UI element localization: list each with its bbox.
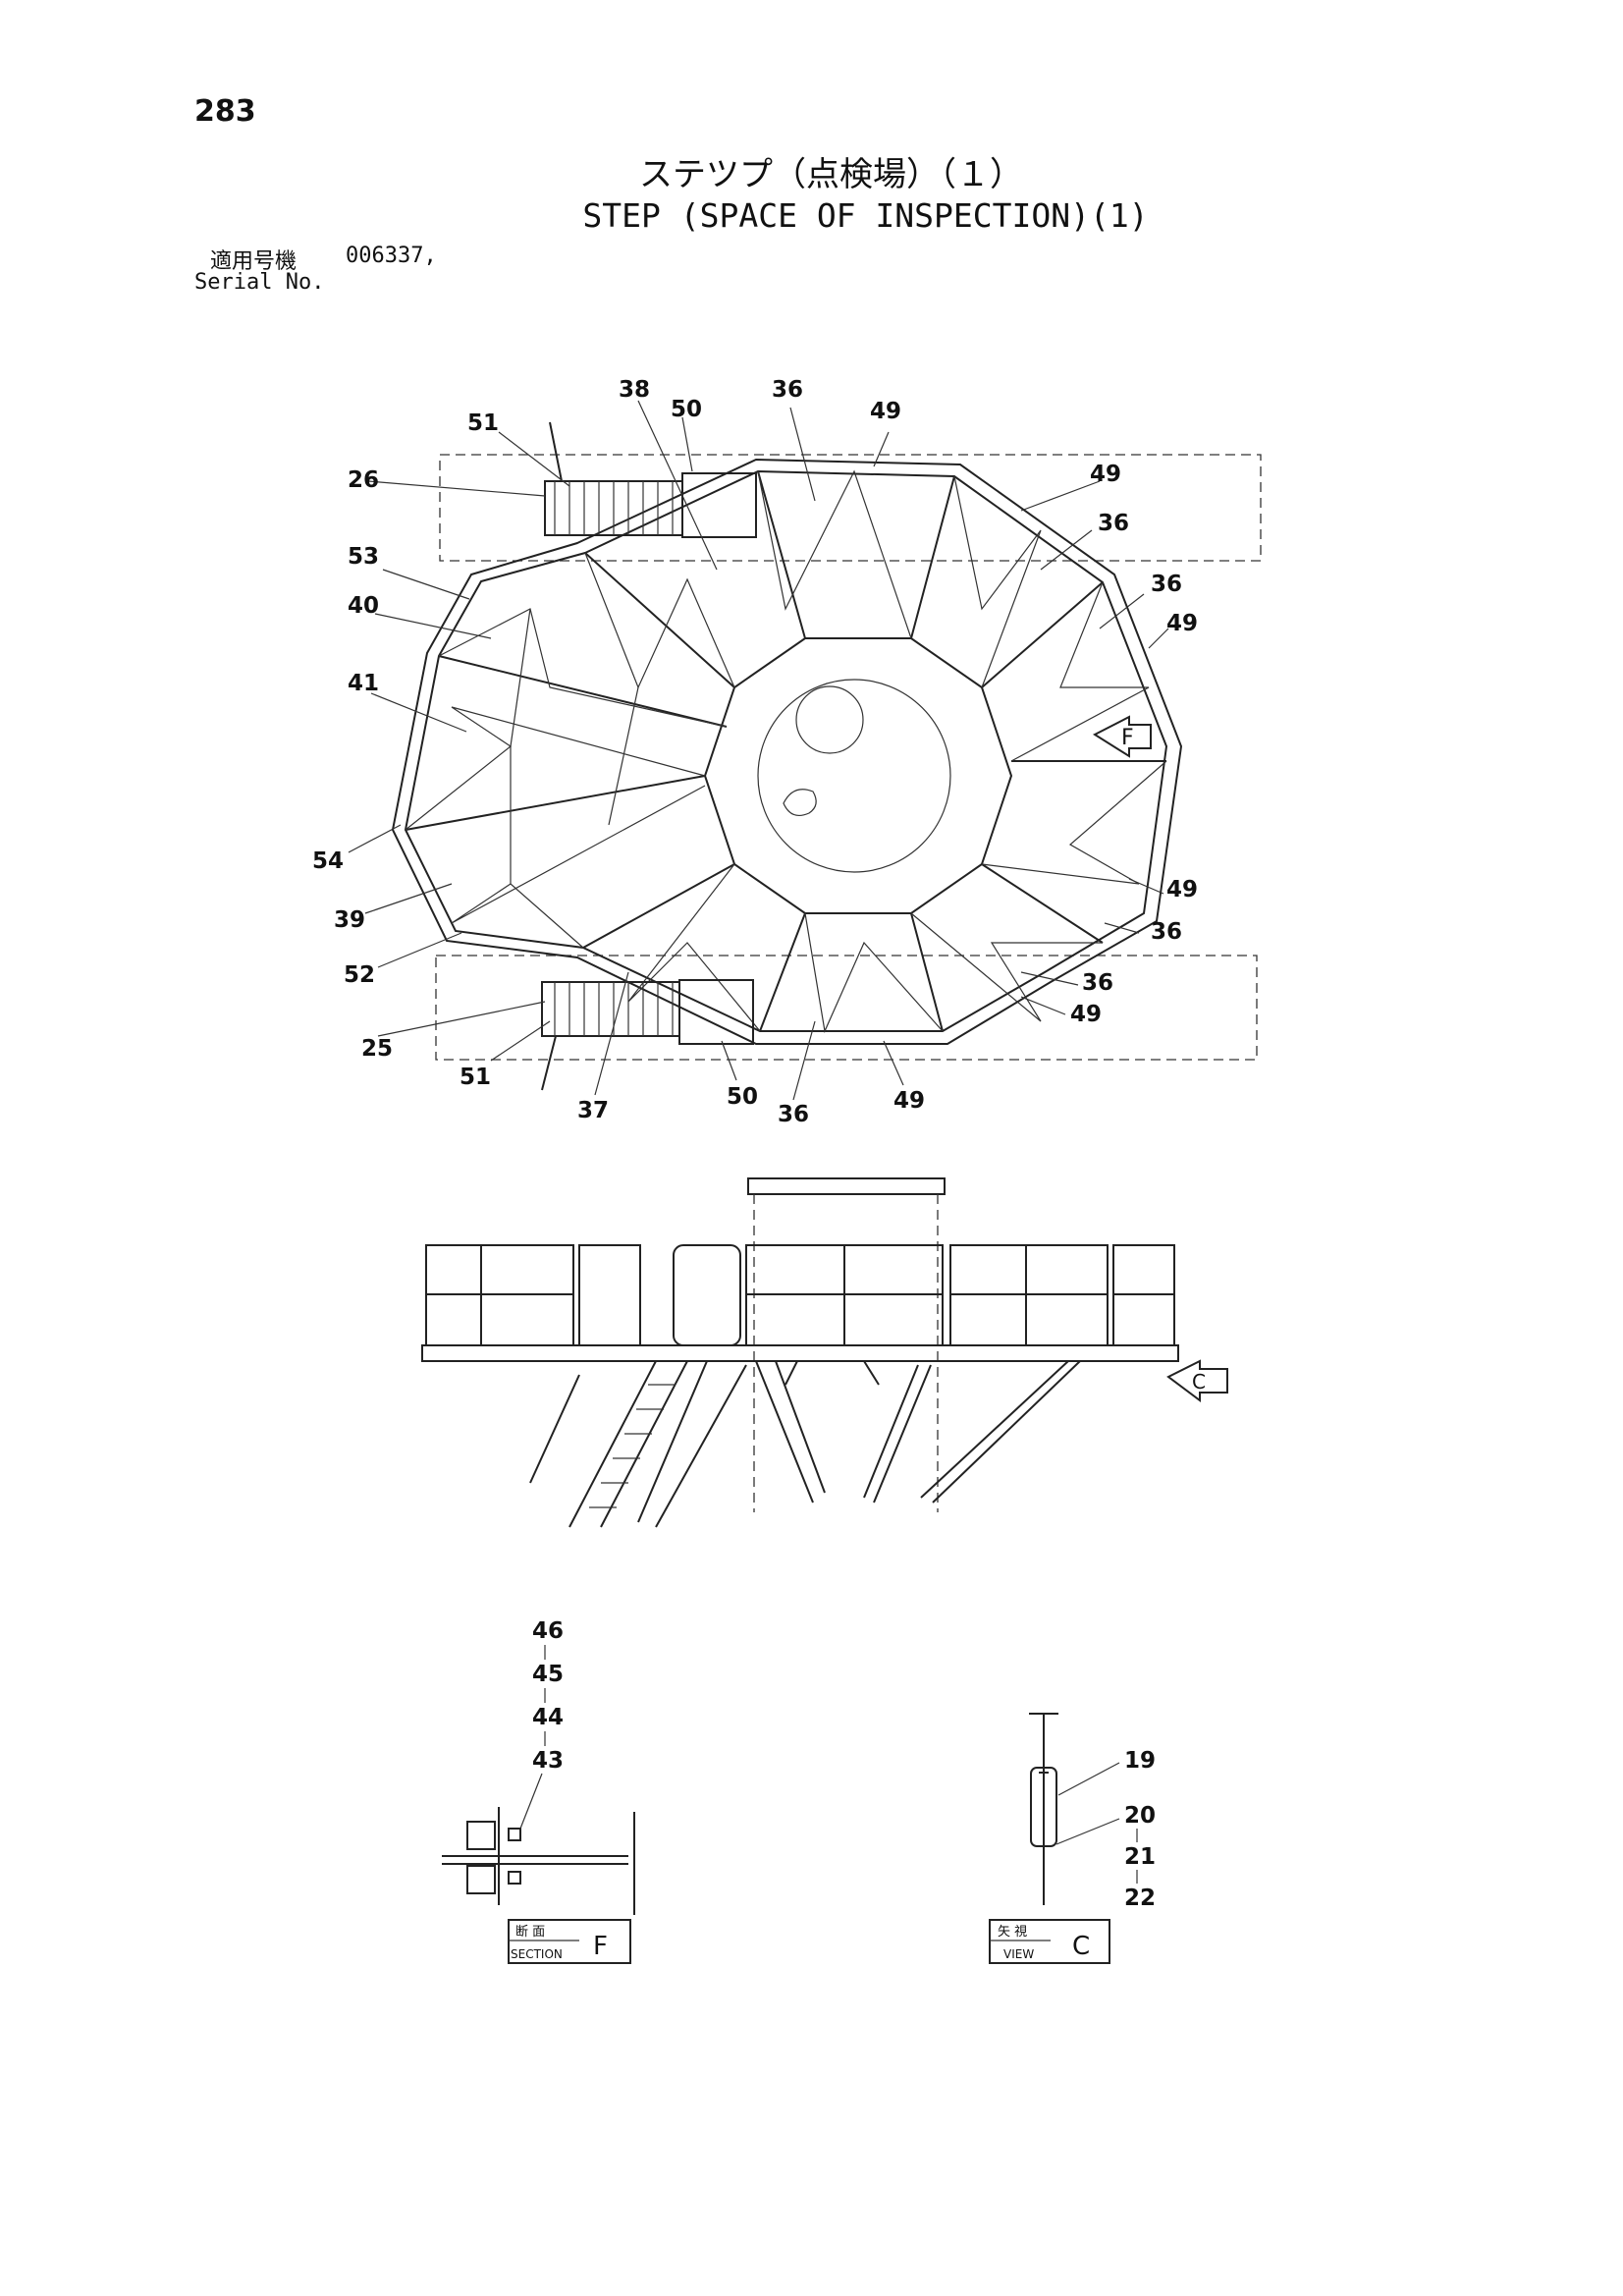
label-49-right-2: 49 bbox=[1166, 611, 1198, 636]
serial-label-japanese: 適用号機 bbox=[210, 249, 298, 274]
view-c-arrow-letter: C bbox=[1192, 1370, 1206, 1394]
label-36-right-4: 36 bbox=[1082, 970, 1113, 996]
top-view: F bbox=[312, 377, 1262, 1127]
title-english: STEP (SPACE OF INSPECTION)(1) bbox=[582, 196, 1149, 235]
label-53: 53 bbox=[348, 544, 379, 570]
view-c-caption-box bbox=[989, 1919, 1110, 1964]
hub-ring bbox=[757, 679, 951, 873]
label-54: 54 bbox=[312, 848, 344, 874]
title-japanese: ステツプ（点検場）（１） bbox=[639, 155, 1023, 194]
label-25: 25 bbox=[361, 1036, 393, 1062]
label-36-lower: 36 bbox=[778, 1102, 809, 1127]
label-52: 52 bbox=[344, 962, 375, 988]
deck bbox=[421, 1344, 1179, 1362]
label-36-right-1: 36 bbox=[1098, 511, 1129, 536]
label-49-right-4: 49 bbox=[1070, 1002, 1102, 1027]
label-36-top: 36 bbox=[772, 377, 803, 403]
outer-frame bbox=[391, 458, 1183, 1045]
upper-stair-zone bbox=[439, 454, 1262, 562]
upper-stair bbox=[544, 421, 757, 538]
view-c-caption-en: VIEW bbox=[1003, 1947, 1034, 1961]
view-c-part-21: 21 bbox=[1124, 1844, 1156, 1870]
section-f-part-43: 43 bbox=[532, 1748, 564, 1774]
label-50-upper: 50 bbox=[671, 397, 702, 422]
label-49-top: 49 bbox=[870, 399, 901, 424]
section-f-letter: F bbox=[593, 1932, 608, 1961]
view-c-part-20: 20 bbox=[1124, 1803, 1156, 1829]
railings bbox=[425, 1244, 1175, 1346]
label-50-lower: 50 bbox=[727, 1084, 758, 1110]
section-f-detail: 46 45 44 43 断 面 SECTION F bbox=[442, 1618, 635, 1964]
support-struts bbox=[637, 1360, 1081, 1528]
section-f-caption-box bbox=[508, 1919, 631, 1964]
section-f-caption-jp: 断 面 bbox=[515, 1925, 545, 1940]
view-c-part-19: 19 bbox=[1124, 1748, 1156, 1774]
section-f-arrow-letter: F bbox=[1121, 726, 1134, 750]
label-51-lower: 51 bbox=[460, 1065, 491, 1090]
label-49-right-3: 49 bbox=[1166, 877, 1198, 902]
section-f-caption-en: SECTION bbox=[511, 1947, 563, 1961]
label-26: 26 bbox=[348, 467, 379, 493]
label-36-right-2: 36 bbox=[1151, 572, 1182, 597]
upper-housing bbox=[747, 1177, 946, 1195]
label-49-right-1: 49 bbox=[1090, 462, 1121, 487]
hub-cutout bbox=[783, 789, 817, 816]
label-40: 40 bbox=[348, 593, 379, 619]
serial-value: 006337, bbox=[346, 244, 437, 268]
label-41: 41 bbox=[348, 671, 379, 696]
bracing bbox=[405, 469, 1167, 1034]
view-c-letter: C bbox=[1072, 1932, 1090, 1961]
view-c-caption-jp: 矢 視 bbox=[998, 1925, 1027, 1940]
label-36-right-3: 36 bbox=[1151, 919, 1182, 945]
view-c-arrow: C bbox=[1166, 1359, 1228, 1402]
side-view: C bbox=[421, 1177, 1228, 1528]
label-39: 39 bbox=[334, 907, 365, 933]
label-49-lower: 49 bbox=[893, 1088, 925, 1114]
radial-beams bbox=[405, 470, 1166, 1032]
lower-stair bbox=[541, 979, 754, 1091]
section-f-arrow: F bbox=[1092, 715, 1152, 758]
label-38: 38 bbox=[619, 377, 650, 403]
view-c-detail: 19 20 21 22 矢 視 VIEW C bbox=[989, 1713, 1156, 1964]
label-37: 37 bbox=[577, 1098, 609, 1123]
outer-frame-inner bbox=[404, 469, 1168, 1032]
label-51-upper: 51 bbox=[467, 410, 499, 436]
page-number: 283 bbox=[194, 94, 256, 129]
section-f-part-44: 44 bbox=[532, 1705, 564, 1730]
leader-lines bbox=[348, 400, 1169, 1101]
view-c-part-22: 22 bbox=[1124, 1886, 1156, 1911]
top-view-labels: 51 26 53 40 41 54 39 52 25 51 37 50 36 4… bbox=[312, 377, 1198, 1127]
section-f-part-46: 46 bbox=[532, 1618, 564, 1644]
lower-stair-zone bbox=[435, 955, 1258, 1061]
hub-opening bbox=[795, 685, 864, 754]
side-stairs bbox=[529, 1360, 688, 1528]
serial-label-english: Serial No. bbox=[194, 270, 325, 295]
section-f-part-45: 45 bbox=[532, 1662, 564, 1687]
